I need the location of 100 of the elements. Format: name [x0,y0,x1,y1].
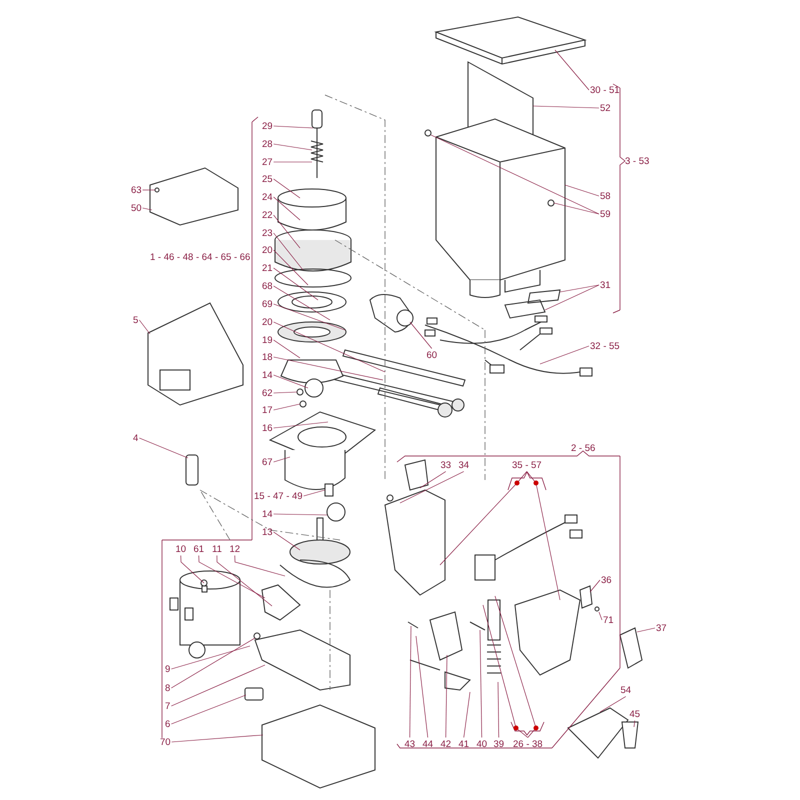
callout-number: 22 [262,210,273,220]
callout-number: 7 [165,700,170,712]
leader-line [273,286,330,320]
leader-line [273,196,300,220]
leader-line [273,532,300,550]
callout-number: 37 [656,622,667,634]
leader-line [564,184,600,196]
leader-line [598,612,602,620]
callout-number: 33 [440,460,452,470]
leader-line [273,178,300,198]
callout-number: 68 [262,280,273,292]
callout-number: 31 [600,280,611,290]
callout-number: 71 [603,614,614,626]
leader-line [494,596,536,738]
leader-line [273,374,308,388]
callout-number: 32 - 55 [590,340,620,352]
leader-line [554,202,600,214]
leader-line [171,664,266,706]
leader-line [273,268,318,300]
callout-number: 17 [262,404,273,416]
callout-number: 18 [262,352,273,362]
callout-number: 20 [262,316,273,328]
leader-line [171,646,250,670]
leader-line [171,638,256,688]
callout-number: 6 [165,718,170,730]
leader-line [560,284,600,292]
callout-number: 60 [426,350,438,360]
callout-number: 30 - 51 [590,84,620,96]
leader-line [273,456,290,462]
leader-line [440,471,528,566]
callout-number: 67 [262,456,273,468]
leader-line [273,250,308,286]
callout-number: 9 [165,664,170,674]
leader-line [273,404,300,410]
leader-line [273,304,346,330]
leader-line [273,126,314,128]
leader-line [430,134,600,214]
leader-line [139,320,150,334]
callout-number: 61 [194,544,204,554]
callout-number: 34 [458,460,470,470]
callout-number: 28 [262,138,273,150]
callout-number: 70 [160,736,171,748]
callout-number: 16 [262,422,273,434]
callout-number: 69 [262,298,273,310]
leader-line [273,214,300,248]
leader-line [198,555,266,598]
leader-line [416,636,428,738]
leader-line [420,471,446,488]
leader-line [590,580,600,592]
callout-number: 23 [262,228,273,238]
leader-line [636,628,656,632]
callout-number: 43 [404,738,416,750]
leader-line [544,284,600,310]
leader-line [171,734,264,742]
leader-line [139,438,188,458]
callout-number: 42 [440,738,452,750]
leader-line [540,346,590,364]
callout-number: 63 [131,184,142,196]
assembly-number: 1 - 46 - 48 - 64 - 65 - 66 [150,252,250,262]
callout-number: 54 [620,684,632,696]
leader-line [480,630,482,738]
callout-number: 36 [601,574,612,586]
callout-number: 14 [262,370,273,380]
leader-line [273,144,312,150]
callout-number: 50 [131,202,142,214]
callout-number: 12 [230,544,240,554]
leader-line [498,682,500,738]
callout-number: 20 [262,244,273,256]
leader-line [142,208,152,210]
leader-line [446,654,448,738]
leader-line [273,356,384,380]
callout-number: 21 [262,262,273,274]
callout-number: 62 [262,388,273,398]
callout-number: 58 [600,190,611,202]
callout-number: 40 [476,738,488,750]
callout-number: 13 [262,526,273,538]
callout-number: 39 [494,738,504,750]
callout-number: 24 [262,192,273,202]
callout-number: 4 [133,432,138,444]
assembly-number: 3 - 53 [625,156,650,166]
leader-line [303,490,326,496]
leader-line [180,555,204,584]
callout-number: 45 [630,708,640,720]
leader-line [234,555,286,576]
callout-number: 14 [262,508,273,520]
leader-line [464,692,470,738]
callout-number: 19 [262,334,273,346]
leader-line [273,232,304,270]
callout-number: 10 [176,544,186,554]
leader-line [482,604,528,738]
leader-line [532,106,600,108]
callout-number: 15 - 47 - 49 [254,490,303,502]
callout-number: 41 [458,738,470,750]
leader-line [273,340,300,358]
leader-line [554,50,590,90]
callout-number: 27 [262,156,273,168]
callout-number: 8 [165,682,170,694]
leader-line [273,392,298,394]
assembly-number: 2 - 56 [571,442,596,454]
callout-number: 44 [422,738,434,750]
